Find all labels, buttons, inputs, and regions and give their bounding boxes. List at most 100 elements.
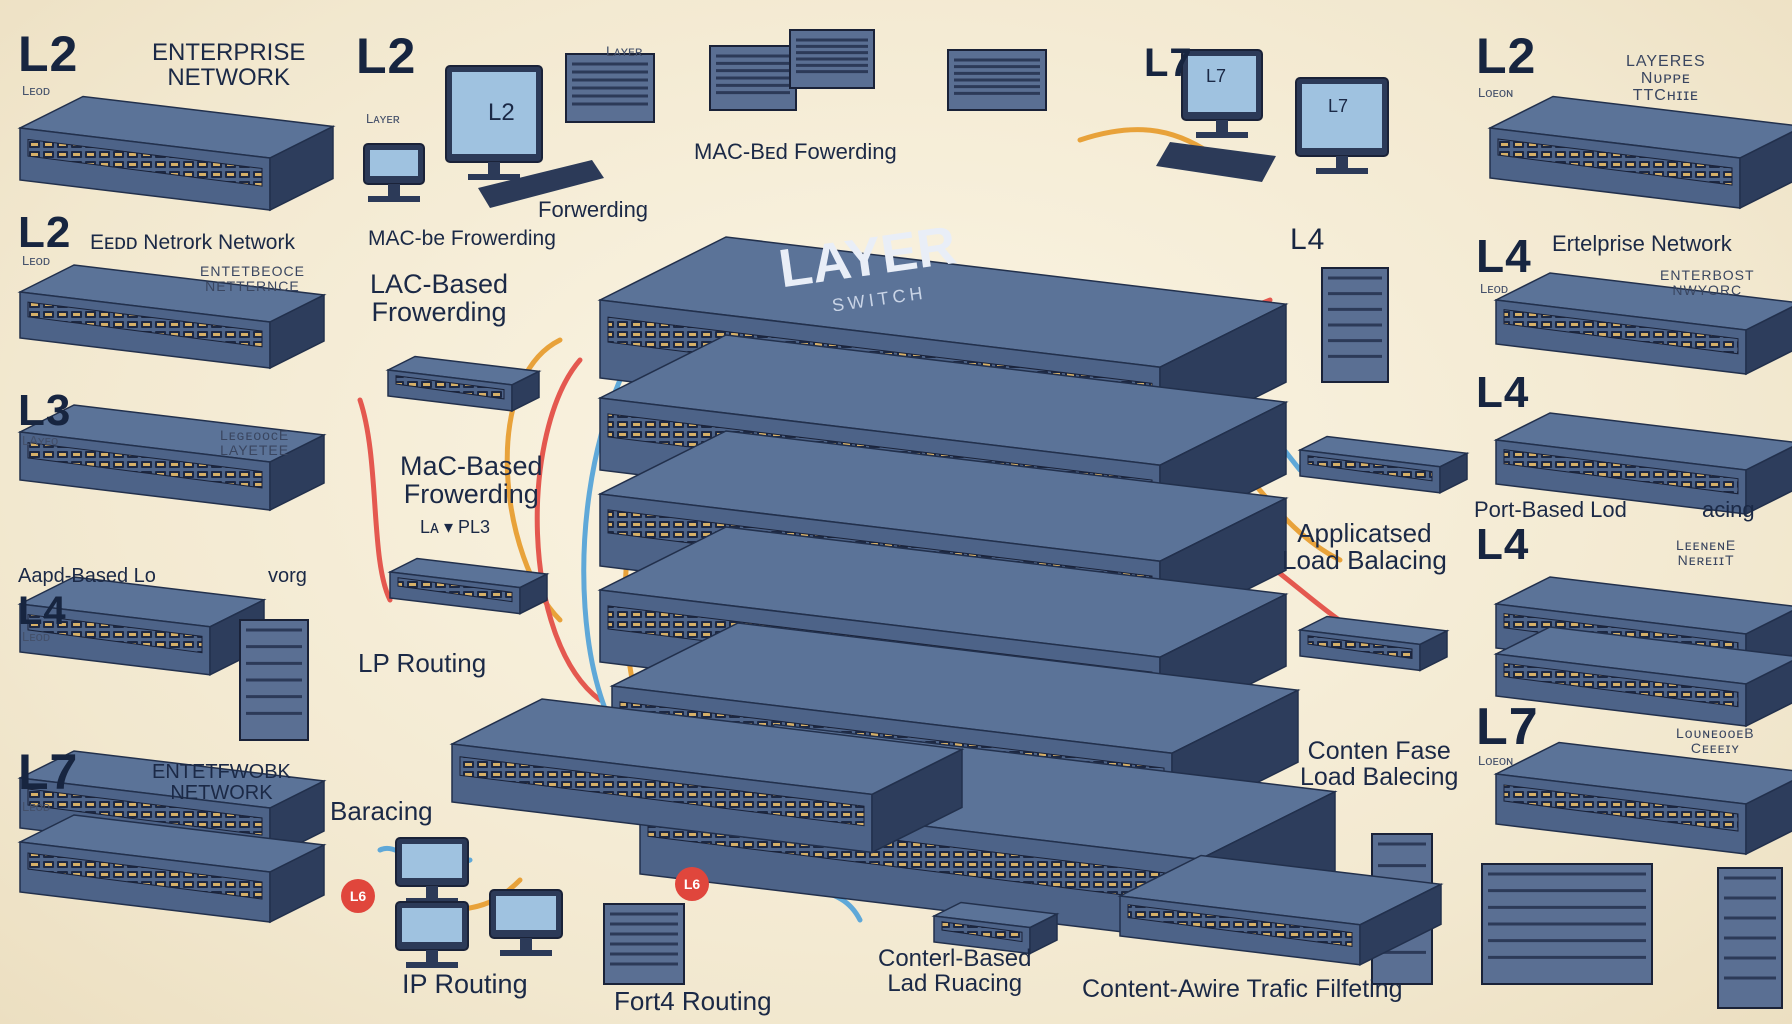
label-ip-routing: IP Routing bbox=[402, 969, 528, 999]
right-title-1: LAYERES Nᴜᴘᴘᴇ TTCʜɪɪᴇ bbox=[1626, 53, 1706, 104]
access-switch-3 bbox=[1297, 435, 1470, 495]
switch-side bbox=[1029, 912, 1058, 955]
monitor-screen bbox=[1188, 56, 1256, 112]
left-title-4-tail: vorg bbox=[268, 565, 307, 587]
label-content-aware: Content-Awire Trafic Filfeting bbox=[1082, 975, 1403, 1003]
switch-ports bbox=[27, 613, 203, 654]
server-top-2 bbox=[709, 45, 797, 111]
access-switch-5 bbox=[931, 901, 1060, 955]
center-layer-small: Lᴀʏᴇʀ bbox=[366, 111, 400, 126]
switch-ports bbox=[1503, 309, 1739, 355]
label-lp-routing: LP Routing bbox=[358, 648, 487, 678]
badge-l6-center-label: L6 bbox=[684, 876, 701, 892]
center-switch-stack bbox=[449, 236, 1338, 943]
switch-side bbox=[1359, 883, 1442, 967]
switch-ports bbox=[27, 138, 263, 187]
monitor-base bbox=[500, 950, 552, 956]
monitor-base bbox=[406, 962, 458, 968]
right-title-4: LᴇᴇɴᴇɴE NᴇʀᴇɪɪT bbox=[1676, 537, 1737, 568]
monitor-l2 bbox=[445, 65, 543, 180]
switch-side bbox=[269, 293, 325, 370]
label-fort-routing: Fort4 Routing bbox=[614, 986, 772, 1016]
badge-l6-center bbox=[675, 867, 709, 901]
switch-ports bbox=[27, 852, 263, 900]
monitor-bottom-2 bbox=[395, 901, 469, 968]
switch-side bbox=[269, 125, 334, 212]
monitor-screen bbox=[402, 844, 462, 878]
label-l4-mid: L4 bbox=[1290, 223, 1326, 256]
right-sublabel-1: Lᴏᴇᴏɴ bbox=[1478, 85, 1514, 100]
right-layer-label-2: L4 bbox=[1476, 230, 1532, 282]
switch-ports bbox=[1503, 449, 1739, 495]
monitor-stand bbox=[1336, 156, 1348, 168]
label-baracing: Baracing bbox=[330, 796, 433, 826]
monitor-base bbox=[1316, 168, 1368, 174]
label-applicatsed: Applicatsed Load Balacing bbox=[1282, 518, 1447, 576]
monitor-screen bbox=[496, 896, 556, 930]
switch-side bbox=[269, 433, 325, 512]
monitor-stand bbox=[426, 886, 438, 898]
monitor-stand bbox=[520, 938, 532, 950]
switch-ports bbox=[1307, 635, 1413, 660]
switch-side bbox=[1745, 780, 1792, 856]
monitor-screen bbox=[452, 72, 536, 154]
badge-l6-left-label: L6 bbox=[350, 888, 367, 904]
left-sublabel-3: LAʏᴇᴏ bbox=[22, 433, 59, 448]
monitor-label-l7a: L7 bbox=[1206, 66, 1226, 86]
switch-side bbox=[871, 748, 963, 854]
right-switch-1 bbox=[1487, 95, 1792, 210]
switch-side bbox=[519, 572, 548, 615]
switch-side bbox=[1745, 660, 1792, 728]
switch-side bbox=[1745, 306, 1792, 376]
server-top-4 bbox=[947, 49, 1047, 111]
left-title-2b: ENTETBEOCE NETTERNCE bbox=[200, 263, 305, 294]
right-layer-label-4: L4 bbox=[1476, 520, 1530, 569]
stack-base-switch bbox=[449, 698, 965, 854]
label-mini-l3: Lᴀ ▾ PL3 bbox=[420, 517, 491, 537]
label-content-fase: Conten Fase Load Balecing bbox=[1300, 737, 1459, 792]
right-title-3-tail: acing bbox=[1702, 497, 1755, 522]
monitor-screen bbox=[402, 908, 462, 942]
side-switches bbox=[17, 95, 1792, 924]
monitor-base bbox=[1196, 132, 1248, 138]
switch-ports bbox=[941, 921, 1023, 943]
right-switch-2 bbox=[1493, 272, 1792, 376]
monitor-base bbox=[468, 174, 520, 180]
right-switch-5 bbox=[1493, 626, 1792, 728]
right-sublabel-5: Lᴏᴇᴏɴ bbox=[1478, 753, 1514, 768]
left-layer-label-4: L4 bbox=[18, 589, 67, 633]
left-sublabel-5: Lᴇᴏᴅ bbox=[22, 799, 50, 814]
left-title-2: Eᴇᴅᴅ Netrork Network bbox=[90, 231, 295, 254]
monitor-screen bbox=[1302, 84, 1382, 148]
left-sublabel-2: Lᴇᴏᴅ bbox=[22, 253, 50, 268]
access-switch-1 bbox=[385, 355, 542, 413]
right-layer-label-1: L2 bbox=[1476, 28, 1537, 84]
label-l7-top: L7 bbox=[1144, 41, 1193, 85]
switch-side bbox=[1439, 452, 1468, 495]
monitor-stand bbox=[1216, 120, 1228, 132]
switch-ports bbox=[1497, 138, 1733, 186]
right-title-2: Ertelprise Network bbox=[1552, 231, 1732, 256]
switch-side bbox=[1739, 131, 1792, 210]
monitor-label-l7b: L7 bbox=[1328, 96, 1348, 116]
left-switch-2 bbox=[17, 264, 327, 370]
right-switch-6 bbox=[1493, 741, 1792, 856]
left-title-3: LᴇɢᴇᴏᴏᴄE LAYETEE bbox=[220, 427, 290, 458]
right-title-3: Port-Based Lod bbox=[1474, 497, 1627, 522]
left-layer-label-1: L2 bbox=[18, 26, 79, 82]
right-layer-label-5: L7 bbox=[1476, 698, 1539, 756]
left-switch-1 bbox=[17, 95, 336, 212]
left-title-4: Aapd-Based Lo bbox=[18, 565, 156, 587]
server-far-right bbox=[1717, 867, 1783, 1009]
switch-ports bbox=[27, 301, 263, 348]
cable-14 bbox=[357, 397, 393, 603]
label-mac-based: MaC-Based Frowerding bbox=[400, 451, 543, 510]
left-title-1: ENTERPRISE NETWORK bbox=[152, 39, 306, 92]
monitor-base bbox=[368, 196, 420, 202]
right-layer-label-3: L4 bbox=[1476, 368, 1530, 417]
label-forwerding: Forwerding bbox=[538, 197, 649, 222]
label-content-based: Conterl-Based Lad Ruacing bbox=[878, 945, 1032, 998]
switch-ports bbox=[1307, 455, 1433, 482]
switch-ports bbox=[395, 375, 505, 400]
label-mac-be: MAC-be Frowerding bbox=[368, 227, 556, 250]
